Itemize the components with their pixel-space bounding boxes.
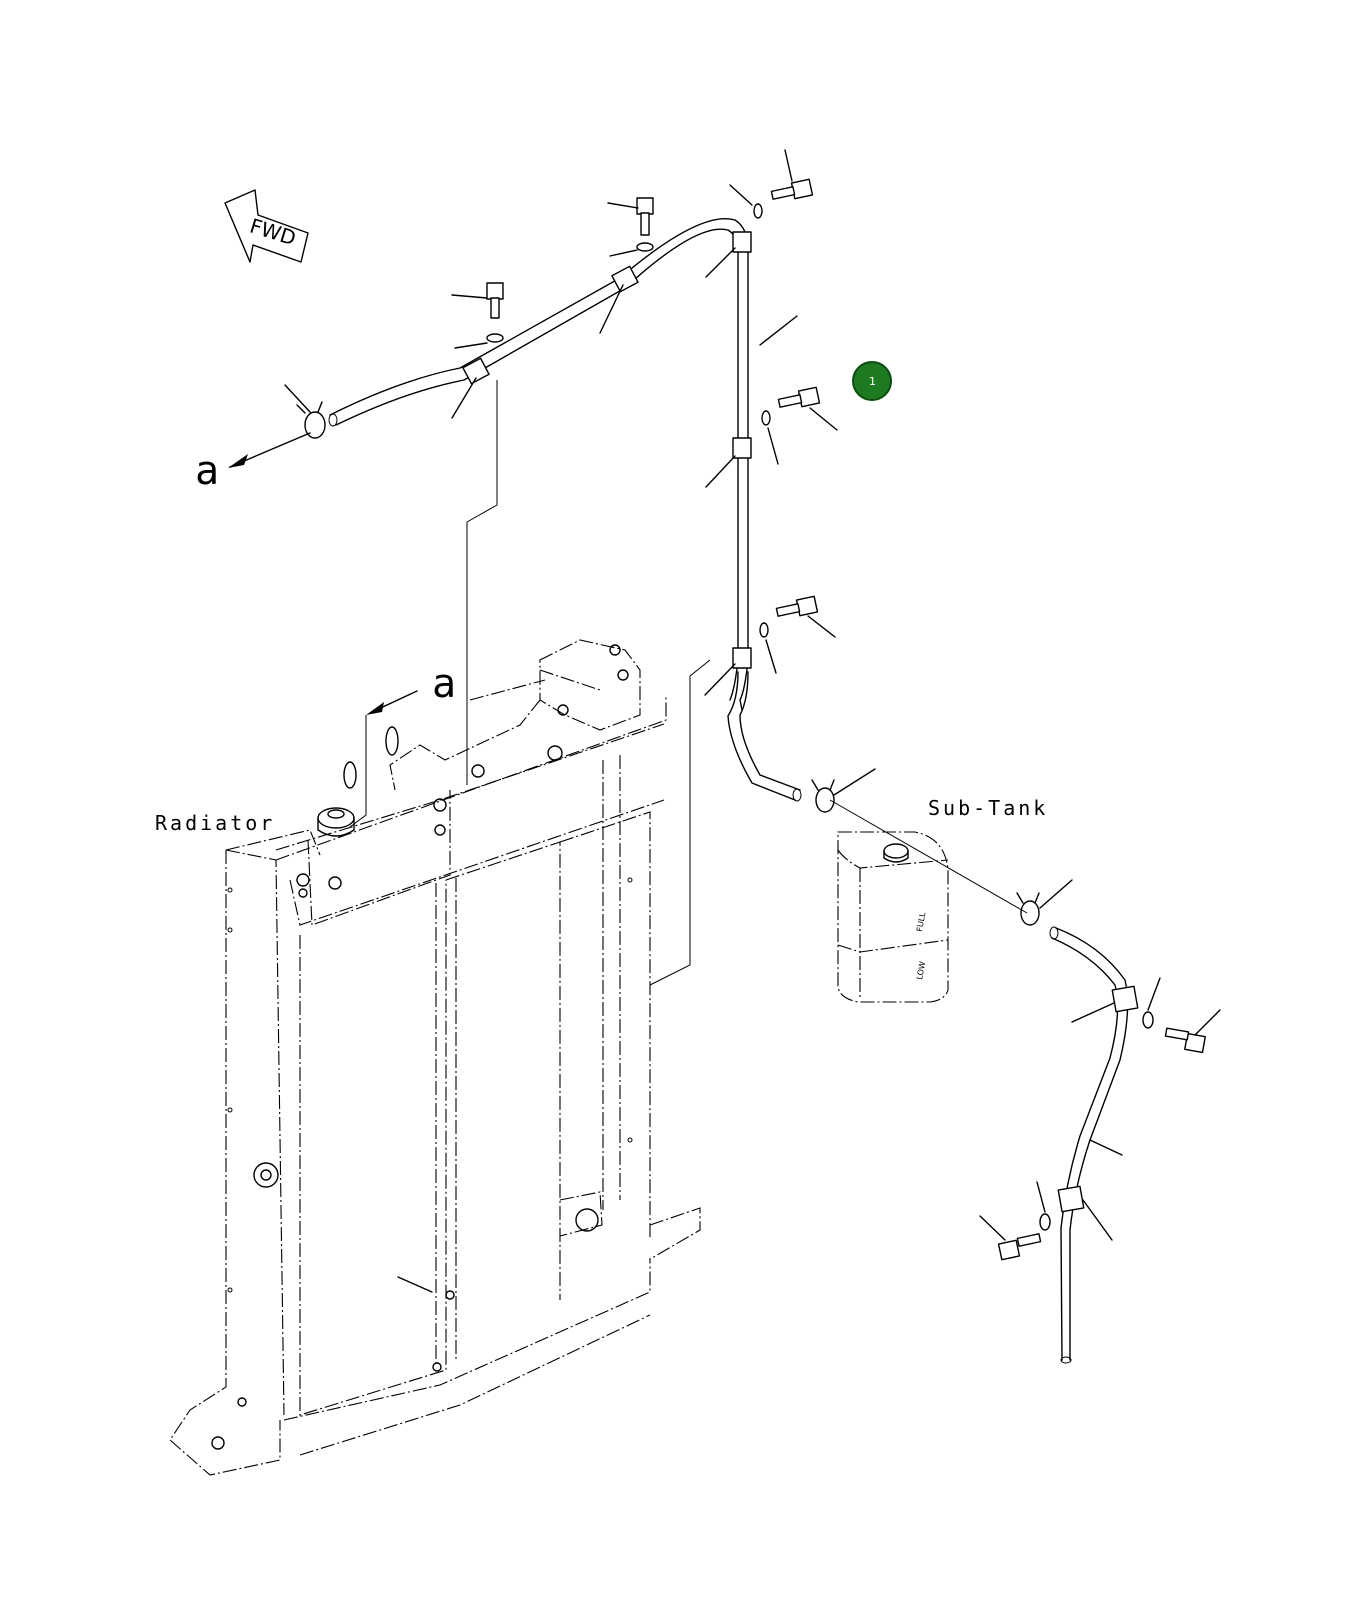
hose-clip-icon [1071,985,1139,1023]
callout-1-marker[interactable]: 1 [852,361,892,401]
sub-tank: FULL LOW [837,831,949,1003]
view-ref-a-upper: a [195,448,219,494]
bolt-icon [770,149,814,200]
hose-clip-icon [599,265,639,334]
hose-clamp-icon [811,768,876,813]
callout-1-number: 1 [869,375,876,388]
callout-line [759,315,798,346]
hose-clip-icon [705,231,752,278]
hose-clip-icon [451,357,490,419]
leader-line [466,380,498,785]
washer-icon [761,410,779,465]
bolt-icon [1164,1009,1221,1054]
hose-clip-icon [704,647,752,696]
tank-full-mark: FULL [915,911,927,932]
hose-clip-icon [705,437,752,488]
washer-icon [454,333,504,349]
washer-icon [759,622,777,674]
radiator-label: Radiator [155,811,275,835]
view-ref-a-lower: a [432,661,456,707]
overflow-hose-upper [328,218,802,802]
leader-line [649,659,711,986]
washer-icon [729,184,763,219]
washer-icon [609,242,654,257]
hose-clip-icon [1057,1185,1113,1241]
washer-icon [1036,1181,1051,1231]
bolt-icon [607,197,654,236]
fwd-arrow-icon: FWD [224,189,309,263]
bolt-icon [451,282,504,319]
sub-tank-label: Sub-Tank [928,796,1048,820]
bolt-icon [775,595,836,638]
radiator-assembly [169,639,701,1476]
view-reference-lower: a [349,661,456,828]
washer-icon [1142,977,1161,1029]
bolt-icon [777,386,838,431]
view-reference-upper: a [195,432,311,494]
leader-line [829,799,1028,914]
tank-low-mark: LOW [915,961,927,981]
hose-clamp-icon [284,384,326,439]
hose-clamp-icon [1016,879,1073,926]
bolt-icon [979,1215,1042,1261]
